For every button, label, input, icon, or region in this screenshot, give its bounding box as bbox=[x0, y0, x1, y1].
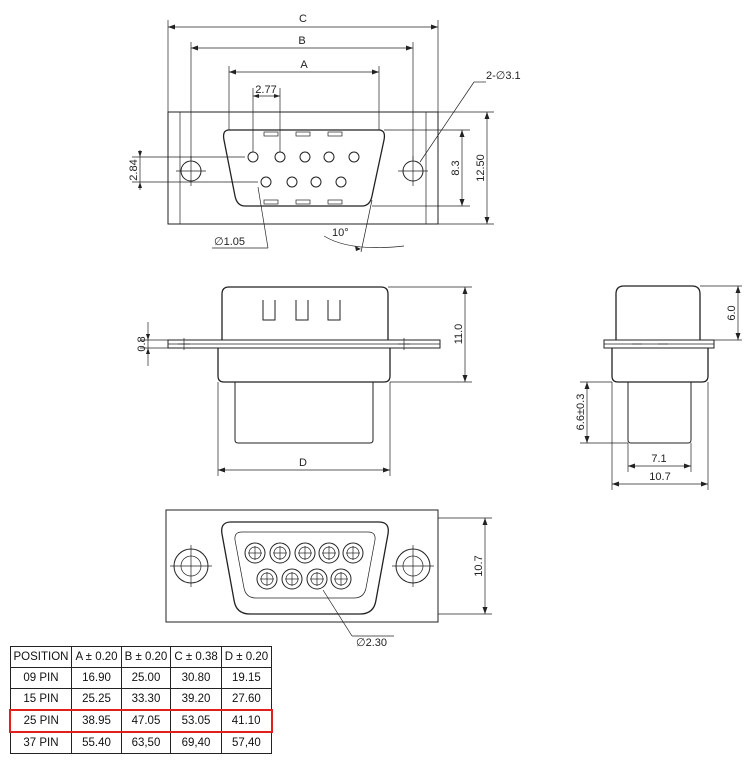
table-row: 37 PIN 55.40 63,50 69,40 57,40 bbox=[9, 731, 273, 754]
cell-b: 33.30 bbox=[120, 688, 172, 711]
cell-c: 39.20 bbox=[170, 688, 222, 711]
side-view bbox=[140, 286, 472, 476]
dim-a-label: A bbox=[300, 59, 308, 71]
cell-c: 53.05 bbox=[170, 709, 222, 733]
rear-height-label: 10.7 bbox=[473, 555, 485, 576]
cell-position: 09 PIN bbox=[9, 667, 73, 689]
header-c: C ± 0.38 bbox=[170, 646, 222, 668]
header-d: D ± 0.20 bbox=[220, 646, 273, 668]
cell-position: 37 PIN bbox=[9, 731, 73, 754]
header-b: B ± 0.20 bbox=[120, 646, 172, 668]
cell-position: 25 PIN bbox=[9, 709, 73, 733]
pin-dia-label: ∅1.05 bbox=[214, 236, 245, 248]
cell-b: 47.05 bbox=[120, 709, 172, 733]
shell-height-label: 6.0 bbox=[726, 305, 738, 320]
table-row: 09 PIN 16.90 25.00 30.80 19.15 bbox=[9, 667, 273, 689]
tail-length-label: 6.6±0.3 bbox=[575, 394, 587, 431]
dim-c-label: C bbox=[299, 13, 307, 25]
front-view bbox=[132, 20, 494, 253]
cell-a: 25.25 bbox=[71, 688, 122, 711]
cell-d: 41.10 bbox=[220, 709, 273, 733]
table-header-row: POSITION A ± 0.20 B ± 0.20 C ± 0.38 D ± … bbox=[9, 646, 273, 668]
dimension-table: POSITION A ± 0.20 B ± 0.20 C ± 0.38 D ± … bbox=[9, 646, 273, 754]
header-position: POSITION bbox=[9, 646, 73, 668]
cell-d: 19.15 bbox=[220, 667, 273, 689]
draft-angle-label: 10° bbox=[332, 227, 349, 239]
cell-c: 30.80 bbox=[170, 667, 222, 689]
header-a: A ± 0.20 bbox=[71, 646, 122, 668]
flange-thk-label: 0.8 bbox=[136, 336, 148, 351]
tail-width-label: 7.1 bbox=[651, 453, 666, 465]
body-height-label: 11.0 bbox=[453, 324, 465, 345]
overall-depth-label: 10.7 bbox=[649, 471, 670, 483]
pin-pitch-label: 2.77 bbox=[255, 84, 276, 96]
table-row-highlighted: 25 PIN 38.95 47.05 53.05 41.10 bbox=[9, 709, 273, 733]
mount-holes-label: 2-∅3.1 bbox=[486, 70, 521, 82]
cell-position: 15 PIN bbox=[9, 688, 73, 711]
cell-d: 57,40 bbox=[220, 731, 273, 754]
cell-c: 69,40 bbox=[170, 731, 222, 754]
dim-d-label: D bbox=[299, 457, 307, 469]
cell-b: 63,50 bbox=[120, 731, 172, 754]
cell-d: 27.60 bbox=[220, 688, 273, 711]
end-view bbox=[580, 285, 742, 490]
inner-height-label: 8.3 bbox=[450, 160, 462, 175]
cell-b: 25.00 bbox=[120, 667, 172, 689]
rear-view bbox=[165, 509, 492, 637]
table-row: 15 PIN 25.25 33.30 39.20 27.60 bbox=[9, 688, 273, 711]
cell-a: 16.90 bbox=[71, 667, 122, 689]
row-pitch-label: 2.84 bbox=[128, 159, 140, 180]
cell-a: 38.95 bbox=[71, 709, 122, 733]
flange-height-label: 12.50 bbox=[475, 154, 487, 182]
socket-dia-label: ∅2.30 bbox=[356, 637, 387, 649]
cell-a: 55.40 bbox=[71, 731, 122, 754]
dim-b-label: B bbox=[298, 35, 305, 47]
